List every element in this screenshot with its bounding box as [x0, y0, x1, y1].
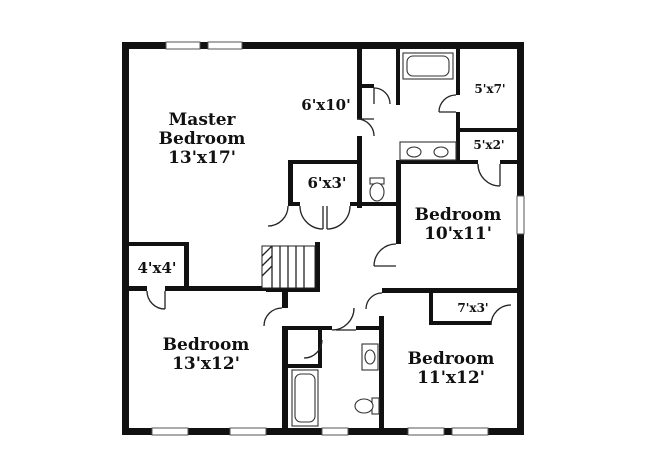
bedroom-right-size: 10'x11'	[424, 224, 492, 244]
doors	[146, 87, 512, 359]
bedroom-bottom-right-name: Bedroom	[408, 349, 495, 369]
master-bedroom-size: 13'x17'	[168, 148, 236, 168]
staircase	[261, 245, 316, 289]
fixtures	[291, 52, 457, 427]
closet-small-size: 4'x4'	[137, 259, 176, 277]
closet-double-size: 6'x3'	[307, 174, 346, 192]
bedroom-left-size: 13'x12'	[172, 354, 240, 374]
closet-main-size: 6'x10'	[301, 96, 350, 114]
master-bedroom-name-1: Master	[168, 110, 236, 130]
closet-right-size: 7'x3'	[457, 301, 488, 315]
interior-walls	[129, 49, 517, 428]
bedroom-left-name: Bedroom	[163, 335, 250, 355]
bedroom-bottom-right-size: 11'x12'	[417, 368, 485, 388]
windows	[151, 41, 525, 436]
bath-small-size: 5'x7'	[474, 82, 505, 96]
bedroom-right-name: Bedroom	[415, 205, 502, 225]
room-labels: Master Bedroom 13'x17' 6'x10' 5'x7' 5'x2…	[137, 82, 505, 388]
master-bedroom-name-2: Bedroom	[159, 129, 246, 149]
linen-size: 5'x2'	[473, 138, 504, 152]
